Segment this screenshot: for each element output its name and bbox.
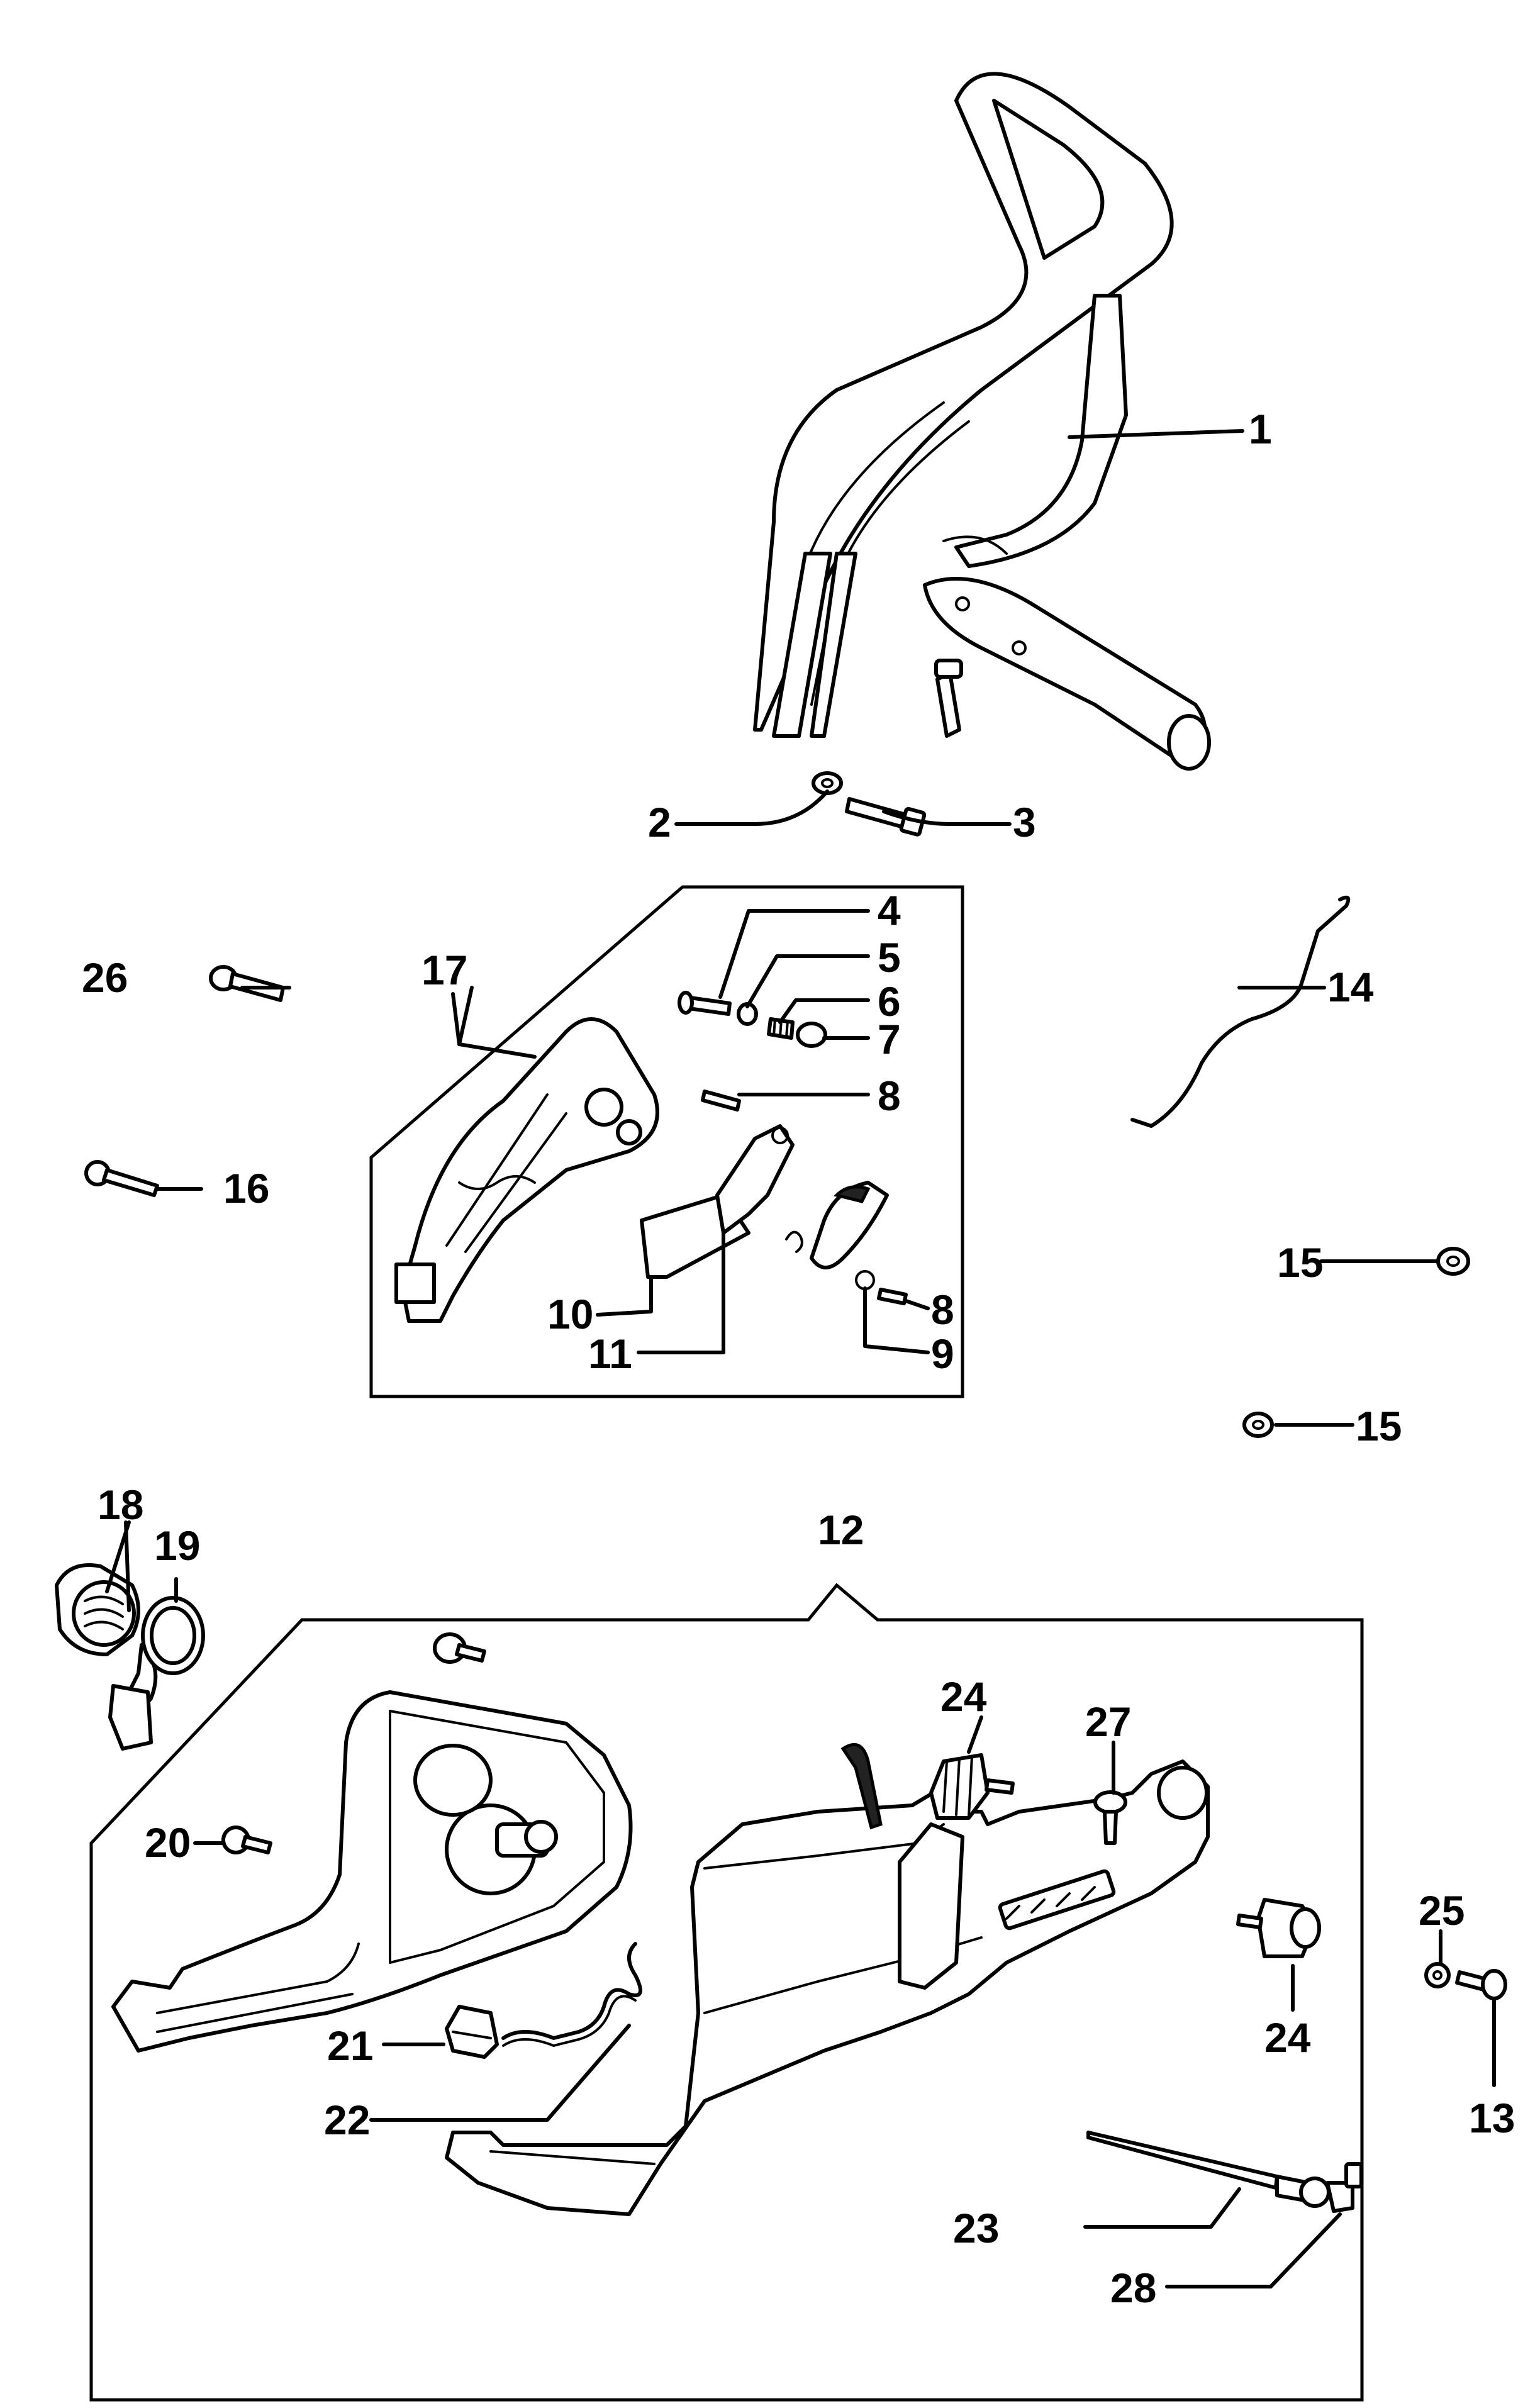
- bolt-26: [209, 965, 285, 1002]
- bolt-16: [84, 1160, 159, 1197]
- seal-ring-19: [141, 1596, 205, 1675]
- lever-plate-10-11: [640, 1124, 803, 1279]
- callout-25: 25: [1419, 1887, 1465, 1934]
- nut-15-lower: [1242, 1412, 1274, 1438]
- callout-19: 19: [154, 1522, 200, 1569]
- callout-27: 27: [1085, 1698, 1131, 1745]
- left-housing: [111, 1632, 633, 2053]
- callout-12: 12: [818, 1507, 864, 1553]
- callout-13: 13: [1469, 2095, 1515, 2141]
- callout-3: 3: [1013, 799, 1036, 845]
- callout-1: 1: [1249, 406, 1272, 452]
- callout-4: 4: [878, 887, 901, 934]
- oil-pickup-23: [1086, 2131, 1331, 2208]
- callout-24-upper: 24: [940, 1673, 987, 1720]
- fuel-cap-18: [55, 1563, 158, 1751]
- callout-26: 26: [82, 954, 128, 1001]
- cam-9: [810, 1181, 889, 1290]
- callout-20: 20: [145, 1819, 191, 1866]
- nut-15-upper: [1436, 1247, 1470, 1276]
- callout-6: 6: [878, 978, 901, 1025]
- callout-22: 22: [324, 2097, 370, 2143]
- callout-15-upper: 15: [1277, 1239, 1323, 1286]
- callout-14: 14: [1327, 964, 1374, 1010]
- anti-vibration-mount-24-upper: [929, 1753, 1015, 1820]
- assembly-17-frame: [369, 885, 964, 1398]
- callout-23: 23: [953, 2205, 999, 2251]
- callout-11: 11: [588, 1330, 632, 1377]
- front-handle-bar: [753, 72, 1211, 771]
- washer-25: [1424, 1962, 1451, 1988]
- callout-17: 17: [421, 947, 467, 993]
- right-housing: [445, 1742, 1210, 2216]
- screw-13: [1455, 1969, 1507, 2000]
- callout-7: 7: [878, 1016, 901, 1062]
- plug-27: [1093, 1790, 1127, 1845]
- callout-18: 18: [98, 1481, 143, 1528]
- callout-21: 21: [327, 2022, 373, 2069]
- callout-labels: 1 2 3 4 5 6 7 8 8 9 10 11 12 13 14 15 15…: [82, 406, 1515, 2311]
- callout-8-lower: 8: [931, 1286, 954, 1333]
- screw-20: [221, 1826, 272, 1854]
- bolt-3: [845, 797, 927, 837]
- callout-24-right: 24: [1264, 2014, 1311, 2061]
- callout-2: 2: [648, 799, 671, 845]
- callout-8-upper: 8: [878, 1073, 901, 1119]
- leader-lines: [105, 429, 1496, 2288]
- pins-8: [701, 1090, 908, 1305]
- elbow-fitting-28: [1325, 2162, 1363, 2213]
- callout-9: 9: [931, 1330, 954, 1377]
- assembly-12-frame: [89, 1583, 1364, 2402]
- callout-15-lower: 15: [1356, 1403, 1402, 1449]
- chain-brake-lever: [394, 1017, 659, 1323]
- callout-16: 16: [223, 1165, 269, 1212]
- callout-28: 28: [1110, 2265, 1156, 2311]
- callout-5: 5: [878, 934, 901, 981]
- anti-vibration-mount-24-right: [1236, 1898, 1321, 1958]
- fuel-hose-22: [501, 1942, 642, 2047]
- filter-21: [445, 2005, 499, 2059]
- callout-10: 10: [547, 1291, 593, 1337]
- wire-14: [1130, 895, 1351, 1128]
